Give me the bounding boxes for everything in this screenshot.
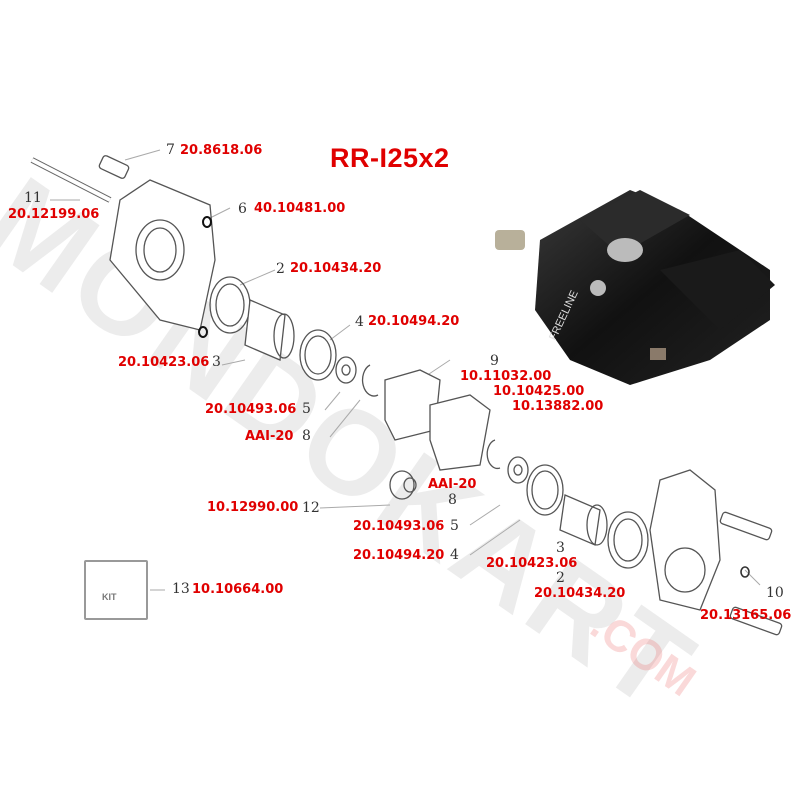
part-number: 10.10425.00	[493, 384, 585, 399]
caliper-photo: FREELINE	[495, 190, 775, 385]
callout-index: 4	[355, 314, 364, 330]
callout-index: 4	[450, 547, 459, 563]
part-number: 20.10434.20	[534, 586, 626, 601]
part-number: 20.8618.06	[180, 143, 263, 158]
kit-icon: KIT	[84, 560, 148, 620]
callout-index: 2	[276, 261, 285, 277]
callout-index: 8	[302, 428, 311, 444]
part-number: 20.10494.20	[368, 314, 460, 329]
product-title: RR-I25x2	[330, 143, 450, 173]
callout-index: 3	[212, 354, 221, 370]
part-number: 20.10423.06	[118, 355, 210, 370]
callout-index: 13	[172, 581, 190, 597]
part-number: 20.13165.06	[700, 608, 792, 623]
part-number: 10.11032.00	[460, 369, 552, 384]
part-number: 20.10494.20	[353, 548, 445, 563]
part-number: AAI-20	[428, 477, 477, 492]
part-number: 20.10493.06	[205, 402, 297, 417]
part-number: 10.13882.00	[512, 399, 604, 414]
callout-index: 12	[302, 500, 320, 516]
callout-index: 3	[556, 540, 565, 556]
callout-index: 5	[450, 518, 459, 534]
part-number: 10.10664.00	[192, 582, 284, 597]
part-number: 40.10481.00	[254, 201, 346, 216]
callout-index: 2	[556, 570, 565, 586]
part-number: 10.12990.00	[207, 500, 299, 515]
callout-index: 5	[302, 401, 311, 417]
part-number: 20.10493.06	[353, 519, 445, 534]
callout-index: 8	[448, 492, 457, 508]
callout-index: 9	[490, 353, 499, 369]
part-number: 20.10434.20	[290, 261, 382, 276]
kit-label: KIT	[102, 592, 117, 602]
callout-index: 11	[24, 190, 42, 206]
part-number: AAI-20	[245, 429, 294, 444]
callout-index: 10	[766, 585, 784, 601]
callout-index: 7	[166, 142, 175, 158]
callout-index: 6	[238, 201, 247, 217]
part-number: 20.10423.06	[486, 556, 578, 571]
part-number: 20.12199.06	[8, 207, 100, 222]
